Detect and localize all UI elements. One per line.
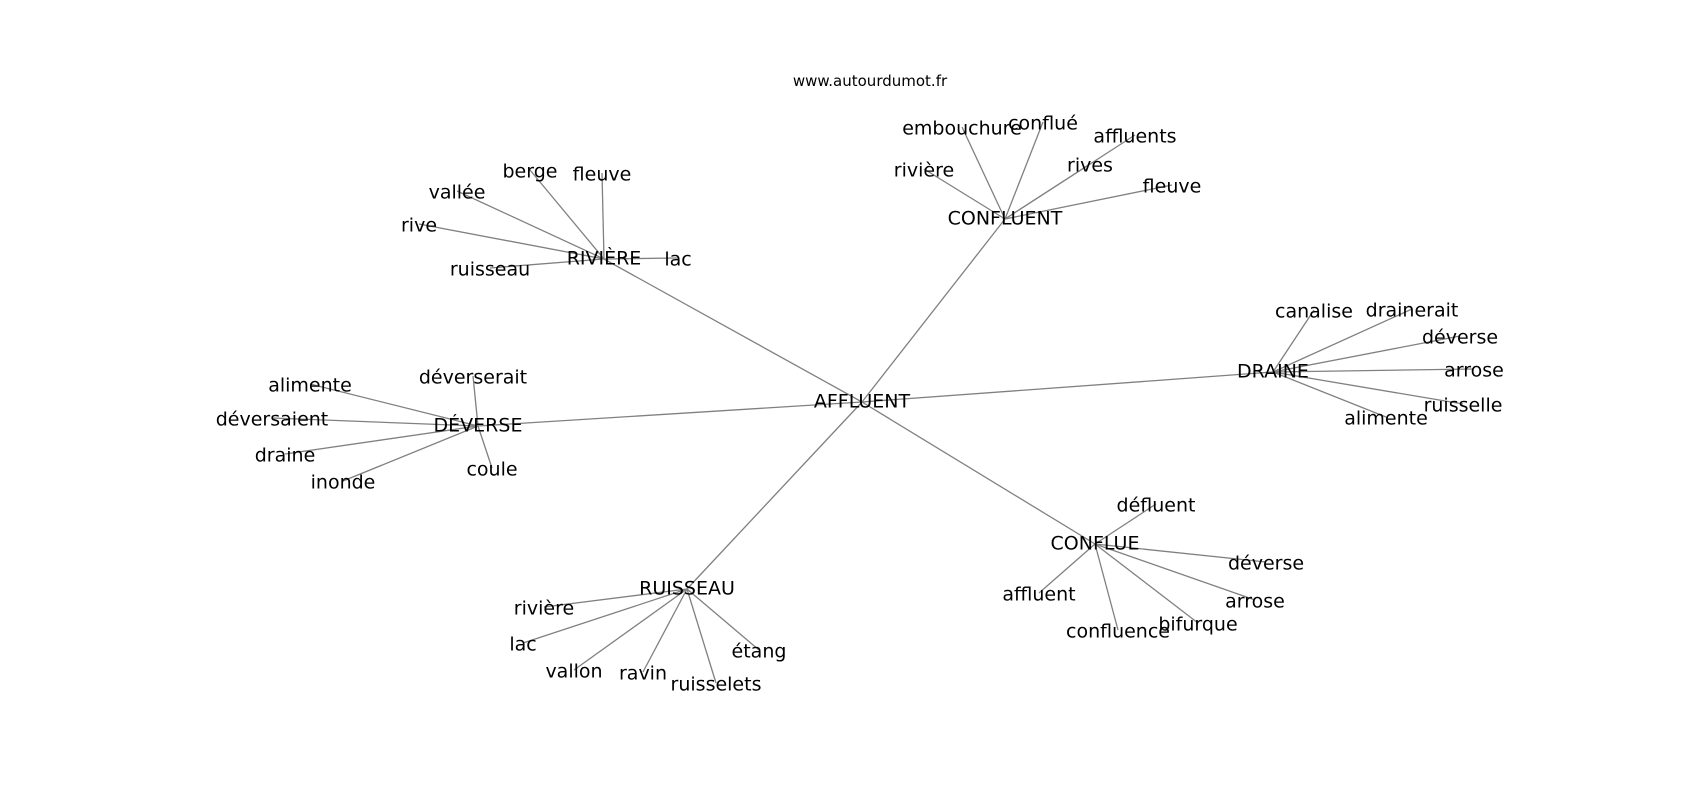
edge-ruisseau-2 <box>573 588 688 671</box>
word-node-riviere-2[interactable]: vallée <box>429 182 486 204</box>
edge-deverse-0 <box>472 375 479 427</box>
edge-conflue-2 <box>1094 543 1256 601</box>
edge-riviere-2 <box>456 190 605 260</box>
edge-deverse-1 <box>309 383 479 427</box>
edge-conflue-4 <box>1094 543 1119 631</box>
hub-node-riviere[interactable]: RIVIÈRE <box>567 247 642 270</box>
word-node-conflue-0[interactable]: défluent <box>1117 495 1196 517</box>
edge-confluent-1 <box>1004 121 1044 220</box>
word-node-deverse-0[interactable]: déverserait <box>419 367 527 389</box>
word-node-ruisseau-3[interactable]: ravin <box>619 663 667 685</box>
word-node-deverse-1[interactable]: alimente <box>268 375 352 397</box>
hub-node-draine[interactable]: DRAINE <box>1237 361 1309 383</box>
hub-node-confluent[interactable]: CONFLUENT <box>948 208 1063 230</box>
word-node-conflue-3[interactable]: bifurque <box>1158 614 1237 636</box>
edge-draine-0 <box>1272 309 1315 373</box>
edge-draine-3 <box>1272 368 1475 373</box>
edge-draine-5 <box>1272 371 1387 418</box>
edge-ruisseau-4 <box>686 588 717 684</box>
edge-confluent-0 <box>961 126 1006 220</box>
edge-ruisseau-1 <box>522 588 688 644</box>
word-node-draine-2[interactable]: déverse <box>1422 327 1498 349</box>
word-node-ruisseau-4[interactable]: ruisselets <box>671 674 762 696</box>
word-node-ruisseau-5[interactable]: étang <box>732 641 787 663</box>
word-node-deverse-5[interactable]: coule <box>466 459 517 481</box>
word-node-conflue-2[interactable]: arrose <box>1225 591 1285 613</box>
edge-draine-1 <box>1272 308 1413 373</box>
word-node-ruisseau-1[interactable]: lac <box>509 634 536 656</box>
edge-conflue-1 <box>1094 543 1267 563</box>
edge-riviere-5 <box>603 257 679 260</box>
word-node-riviere-1[interactable]: fleuve <box>573 164 632 186</box>
word-node-draine-4[interactable]: ruisselle <box>1424 395 1503 417</box>
word-node-conflue-1[interactable]: déverse <box>1228 553 1304 575</box>
edge-center-deverse <box>477 401 863 427</box>
edge-draine-2 <box>1272 335 1461 373</box>
edge-center-draine <box>861 371 1274 403</box>
edge-center-conflue <box>861 401 1096 545</box>
edge-conflue-0 <box>1094 503 1157 545</box>
word-node-draine-0[interactable]: canalise <box>1275 301 1353 323</box>
center-node[interactable]: AFFLUENT <box>814 391 911 413</box>
edge-riviere-0 <box>529 169 605 260</box>
edge-confluent-5 <box>1004 184 1173 220</box>
edge-riviere-1 <box>601 172 605 260</box>
word-node-confluent-4[interactable]: rives <box>1067 155 1113 177</box>
word-node-riviere-0[interactable]: berge <box>503 161 558 183</box>
edge-center-ruisseau <box>686 401 863 590</box>
word-node-deverse-4[interactable]: inonde <box>311 472 376 494</box>
word-node-confluent-2[interactable]: affluents <box>1093 126 1176 148</box>
edge-deverse-4 <box>342 425 479 482</box>
word-node-conflue-5[interactable]: affluent <box>1002 584 1075 606</box>
edge-ruisseau-0 <box>543 588 688 608</box>
edge-deverse-3 <box>284 425 479 455</box>
hub-node-conflue[interactable]: CONFLUE <box>1051 533 1140 555</box>
word-node-confluent-5[interactable]: fleuve <box>1143 176 1202 198</box>
edge-riviere-3 <box>418 223 605 260</box>
word-node-deverse-2[interactable]: déversaient <box>216 409 329 431</box>
graph-edges <box>271 121 1475 684</box>
hub-node-ruisseau[interactable]: RUISSEAU <box>639 578 735 600</box>
word-node-riviere-3[interactable]: rive <box>401 215 437 237</box>
word-node-confluent-0[interactable]: embouchure <box>902 118 1022 140</box>
edge-draine-4 <box>1272 371 1464 405</box>
word-node-riviere-5[interactable]: lac <box>664 249 691 271</box>
hub-node-deverse[interactable]: DÉVERSE <box>434 414 523 437</box>
edge-center-confluent <box>861 218 1006 403</box>
edge-center-riviere <box>603 258 863 403</box>
edge-confluent-3 <box>923 168 1006 220</box>
word-node-draine-5[interactable]: alimente <box>1344 408 1428 430</box>
edge-conflue-3 <box>1094 543 1199 624</box>
edge-ruisseau-5 <box>686 588 760 651</box>
word-node-ruisseau-2[interactable]: vallon <box>545 661 602 683</box>
edge-riviere-4 <box>489 258 605 269</box>
edge-ruisseau-3 <box>642 588 688 673</box>
word-node-draine-1[interactable]: drainerait <box>1366 300 1459 322</box>
word-node-ruisseau-0[interactable]: rivière <box>514 598 574 620</box>
watermark-text: www.autourdumot.fr <box>792 72 948 90</box>
word-node-conflue-4[interactable]: confluence <box>1066 621 1170 643</box>
edge-deverse-5 <box>477 425 493 469</box>
word-node-deverse-3[interactable]: draine <box>255 445 316 467</box>
edge-conflue-5 <box>1038 543 1096 594</box>
edge-confluent-4 <box>1004 163 1091 220</box>
word-node-confluent-3[interactable]: rivière <box>894 160 954 182</box>
word-node-riviere-4[interactable]: ruisseau <box>450 259 530 281</box>
word-node-draine-3[interactable]: arrose <box>1444 360 1504 382</box>
edge-deverse-2 <box>271 417 479 427</box>
word-node-confluent-1[interactable]: conflué <box>1008 113 1078 135</box>
